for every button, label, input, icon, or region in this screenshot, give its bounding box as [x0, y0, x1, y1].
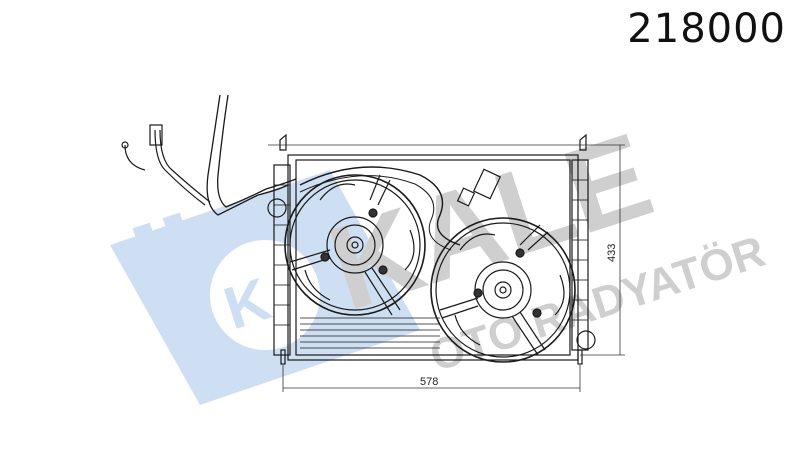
height-dimension: 433	[606, 244, 618, 262]
part-number: 218000	[627, 6, 786, 52]
dimension-lines	[268, 144, 625, 392]
width-dimension: 578	[420, 376, 438, 388]
radiator-drawing	[121, 94, 596, 365]
